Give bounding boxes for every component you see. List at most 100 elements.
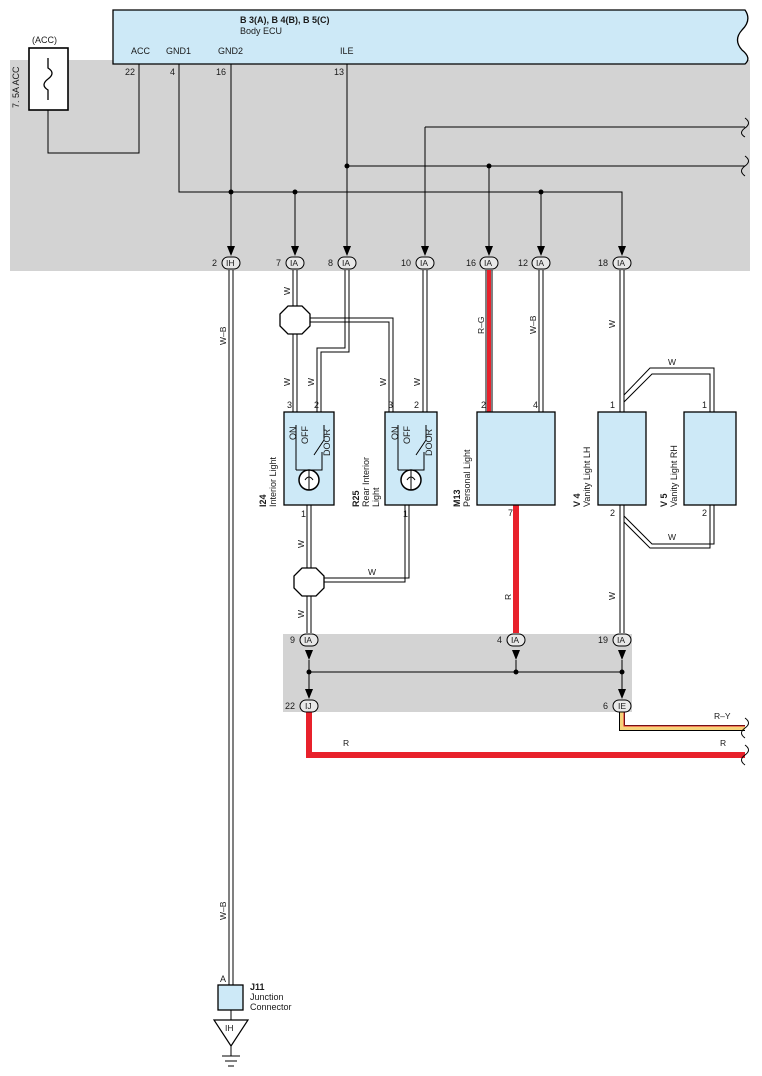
v4-vanity-light-lh-box [597,411,647,506]
ecu-pin-gnd1-label: GND1 [166,46,191,56]
ground-triangle-icon [212,1019,250,1048]
conn-code: IE [618,701,626,711]
top-connectors [221,256,632,270]
conn-code: IA [536,258,544,268]
upper-wiring [47,64,745,250]
m13-id: M13 [452,489,462,507]
ecu-pin-gnd2-label: GND2 [218,46,243,56]
conn-num: 18 [598,258,608,268]
wire-label-r: R [720,738,726,748]
conn-num: 8 [328,258,333,268]
break-mark-3 [741,717,749,739]
fuse-top-label: (ACC) [32,35,57,45]
j11-id: J11 [250,982,265,992]
r25-id: R25 [351,490,361,507]
splice-upper [279,305,311,335]
conn-num: 19 [598,635,608,645]
ecu-pin-ile-label: ILE [340,46,354,56]
bottom-wiring [308,660,623,690]
v5-name: Vanity Light RH [669,445,679,507]
lower-harness-panel [283,634,632,712]
v4-id: V 4 [572,493,582,507]
v5-pin-2: 2 [702,508,707,518]
r25-sw-door: DOOR [424,428,434,456]
r25-switch-icon [397,425,427,490]
wire-label-w: W [306,378,316,386]
bottom-arrows [305,650,626,699]
r25-sw-on: ON [390,427,400,441]
r25-name2: Light [371,487,381,507]
wire-label-wb: W–B [218,326,228,345]
i24-sw-door: DOOR [322,428,332,456]
conn-ia-4 [506,633,526,647]
r25-pin-2: 2 [414,400,419,410]
conn-code: IA [617,258,625,268]
harness-wires [228,270,715,985]
conn-num: 4 [497,635,502,645]
wire-label-w: W [412,378,422,386]
i24-switch-icon [295,425,325,490]
conn-ia-16 [479,256,499,270]
conn-code: IH [226,258,235,268]
wire-label-w: W [282,287,292,295]
conn-num: 6 [603,701,608,711]
wire-label-w: W [668,357,676,367]
wire-label-w: W [296,610,306,618]
conn-ia-9 [299,633,319,647]
conn-ia-18 [612,256,632,270]
conn-ia-7 [285,256,305,270]
break-mark-1 [741,117,749,138]
wire-label-w: W [668,532,676,542]
ecu-pin-ile-num: 13 [334,67,344,77]
conn-code: IA [420,258,428,268]
body-ecu-box [112,9,749,65]
v4-name: Vanity Light LH [582,447,592,507]
conn-ih-2 [221,256,241,270]
conn-num: 2 [212,258,217,268]
r25-rear-interior-light-box [384,411,438,506]
conn-ia-8 [337,256,357,270]
ecu-pin-gnd2-num: 16 [216,67,226,77]
j11-name2: Connector [250,1002,292,1012]
i24-pin-2: 2 [314,400,319,410]
conn-ie-6 [612,699,632,713]
conn-num: 16 [466,258,476,268]
v4-pin-2: 2 [610,508,615,518]
wire-label-w: W [378,378,388,386]
conn-code: IA [342,258,350,268]
conn-code: IA [304,635,312,645]
break-mark-4 [741,744,749,766]
conn-ia-12 [531,256,551,270]
conn-num: 7 [276,258,281,268]
conn-ij-22 [299,699,319,713]
fuse-icon [43,58,53,100]
conn-code: IJ [305,701,312,711]
wire-label-w: W [607,320,617,328]
conn-num: 22 [285,701,295,711]
conn-ia-19 [612,633,632,647]
r25-name: Rear Interior [361,457,371,507]
r25-pin-1: 1 [403,509,408,519]
wire-label-w: W [296,540,306,548]
wire-label-rg: R–G [476,317,486,334]
wire-label-w: W [607,592,617,600]
i24-sw-off: OFF [300,426,310,444]
wire-label-ry: R–Y [714,711,731,721]
wire-label-r: R [343,738,349,748]
break-mark-2 [741,155,749,177]
r25-sw-off: OFF [402,426,412,444]
j11-pin-a: A [220,974,226,984]
conn-code: IA [511,635,519,645]
v4-pin-1: 1 [610,400,615,410]
v5-id: V 5 [659,493,669,507]
conn-num: 10 [401,258,411,268]
ecu-pin-acc-label: ACC [131,46,151,56]
splice-lower [293,567,325,597]
ecu-pin-gnd1-num: 4 [170,67,175,77]
colored-wires [306,270,745,758]
i24-pin-1: 1 [301,509,306,519]
i24-interior-light-box [283,411,335,506]
conn-code: IA [290,258,298,268]
conn-ia-10 [415,256,435,270]
